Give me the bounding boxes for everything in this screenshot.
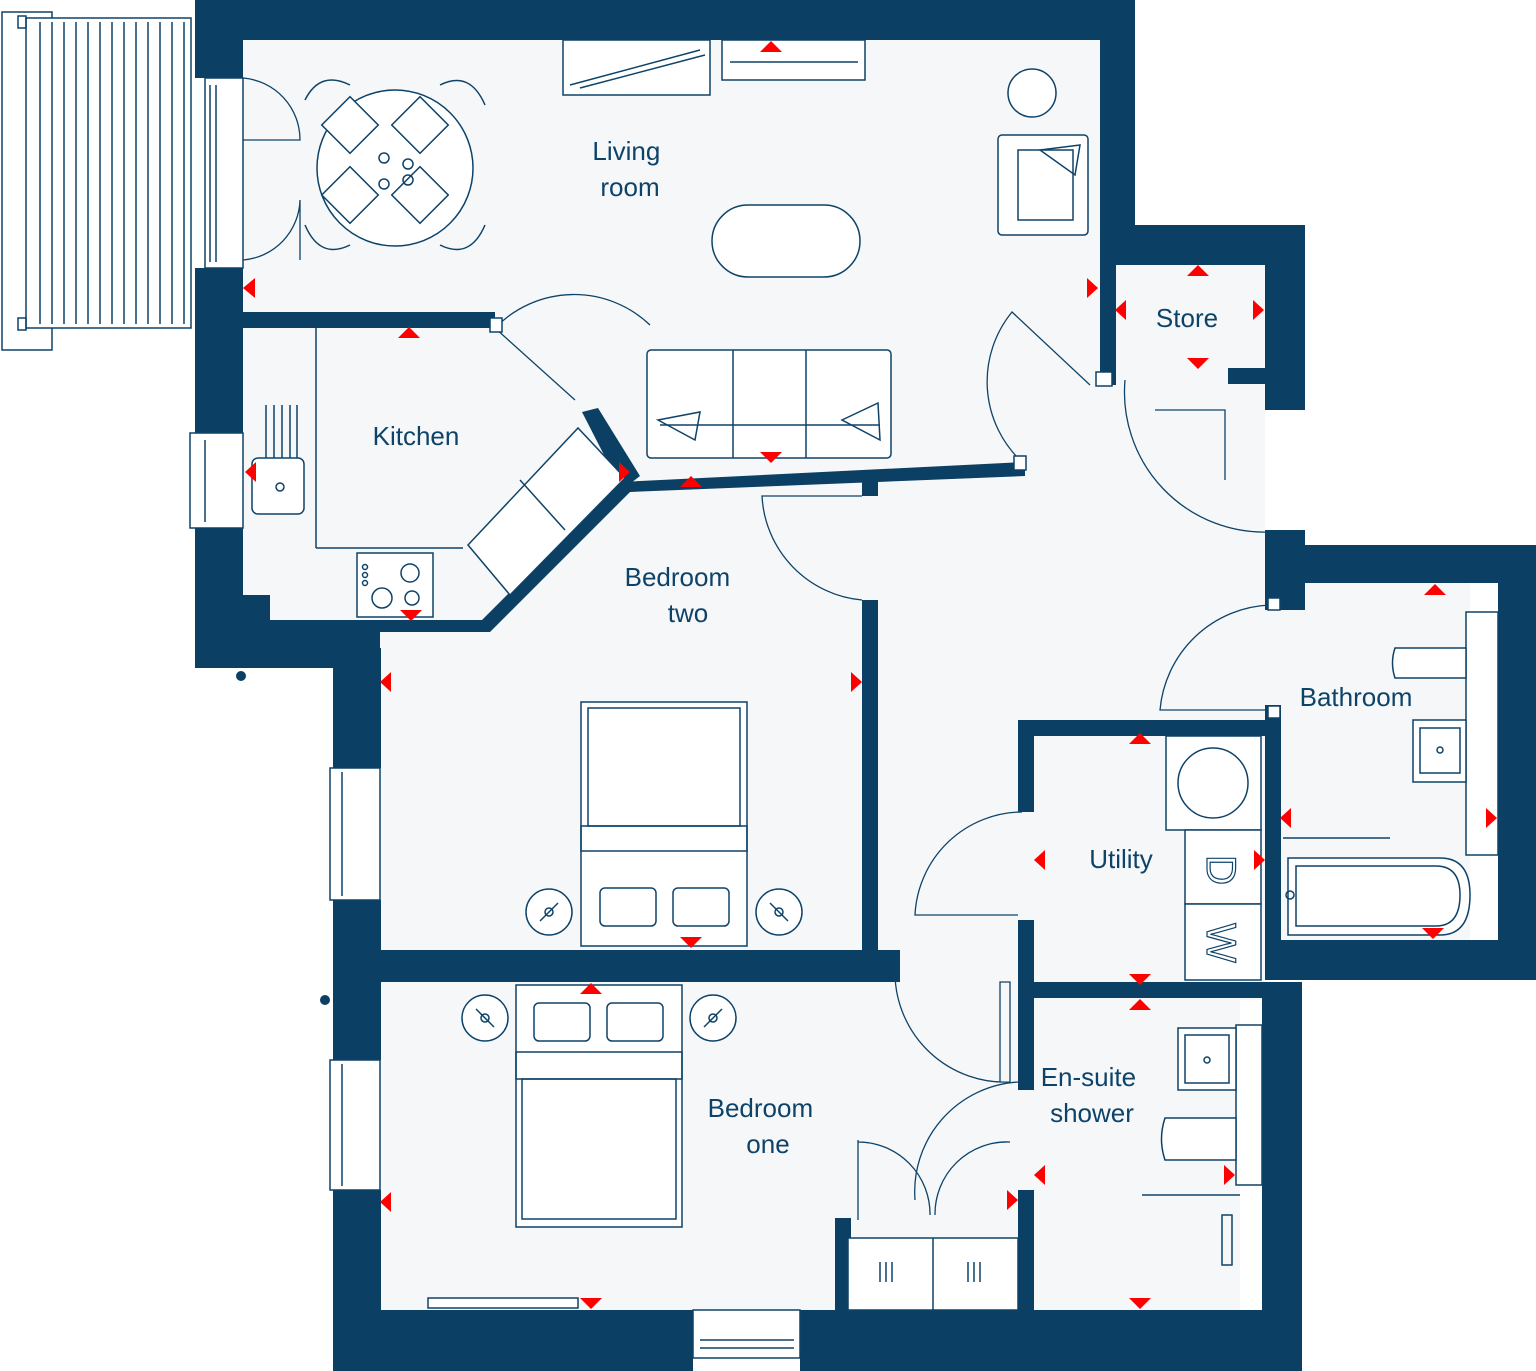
living-room-label-line2: room xyxy=(600,172,659,202)
windows xyxy=(189,77,801,1359)
dimension-markers xyxy=(243,41,1497,1309)
marker xyxy=(1087,278,1098,298)
marker xyxy=(400,610,422,621)
marker xyxy=(1129,974,1151,985)
marker xyxy=(1424,584,1446,595)
marker xyxy=(380,1192,391,1212)
marker xyxy=(1254,850,1265,870)
dishwasher-label: D xyxy=(1198,855,1245,885)
marker xyxy=(580,1298,602,1309)
marker xyxy=(1034,1165,1045,1185)
marker xyxy=(398,327,420,338)
store-label: Store xyxy=(1156,303,1218,333)
marker xyxy=(580,983,602,994)
marker xyxy=(680,476,702,487)
store-label-line1: Store xyxy=(1156,303,1218,333)
marker xyxy=(1280,808,1291,828)
bathroom-label: Bathroom xyxy=(1300,682,1413,712)
utility-fittings: D W xyxy=(1165,735,1262,981)
utility-label: Utility xyxy=(1089,844,1153,874)
marker xyxy=(1007,1190,1018,1210)
en-suite-label: En-suite shower xyxy=(1041,1062,1144,1128)
marker xyxy=(243,278,255,298)
bedroom-two-label-line1: Bedroom xyxy=(625,562,731,592)
marker xyxy=(1253,300,1264,320)
living-room-label: Living room xyxy=(592,136,667,202)
marker xyxy=(851,672,862,692)
utility-label-line1: Utility xyxy=(1089,844,1153,874)
external-fixtures xyxy=(236,671,1081,1369)
marker xyxy=(1129,1298,1151,1309)
kitchen-label: Kitchen xyxy=(373,421,460,451)
bedroom-one-label: Bedroom one xyxy=(708,1093,821,1159)
kitchen-fittings xyxy=(251,328,627,618)
doors xyxy=(242,77,1281,1220)
marker xyxy=(1129,999,1151,1010)
bedroom-one-label-line2: one xyxy=(746,1129,789,1159)
marker xyxy=(245,462,256,482)
living-room-furniture xyxy=(304,39,1089,459)
en-suite-label-line1: En-suite xyxy=(1041,1062,1136,1092)
kitchen-label-line1: Kitchen xyxy=(373,421,460,451)
balcony-decking xyxy=(39,22,185,324)
marker xyxy=(680,937,702,948)
marker xyxy=(1129,733,1151,744)
marker xyxy=(760,41,782,52)
bedroom-two-furniture xyxy=(525,701,803,947)
marker xyxy=(1115,300,1126,320)
marker xyxy=(1187,358,1209,369)
bedroom-one-label-line1: Bedroom xyxy=(708,1093,814,1123)
marker xyxy=(1486,808,1497,828)
room-labels: Living room Kitchen Store Bedroom two Ba… xyxy=(373,136,1413,1159)
en-suite-fittings xyxy=(1142,1024,1263,1266)
marker xyxy=(619,462,630,482)
marker xyxy=(1187,265,1209,276)
walls xyxy=(195,0,1536,1371)
washing-machine-label: W xyxy=(1198,923,1245,963)
marker xyxy=(380,672,391,692)
bathroom-fittings xyxy=(1283,611,1499,936)
marker xyxy=(1224,1165,1235,1185)
living-room-label-line1: Living xyxy=(592,136,660,166)
bedroom-two-label-line2: two xyxy=(668,598,708,628)
bedroom-one-furniture xyxy=(427,984,1019,1311)
marker xyxy=(1034,850,1045,870)
marker xyxy=(1422,928,1444,939)
balcony xyxy=(1,11,192,351)
marker xyxy=(760,452,782,463)
bedroom-two-label: Bedroom two xyxy=(625,562,738,628)
en-suite-label-line2: shower xyxy=(1050,1098,1134,1128)
bathroom-label-line1: Bathroom xyxy=(1300,682,1413,712)
